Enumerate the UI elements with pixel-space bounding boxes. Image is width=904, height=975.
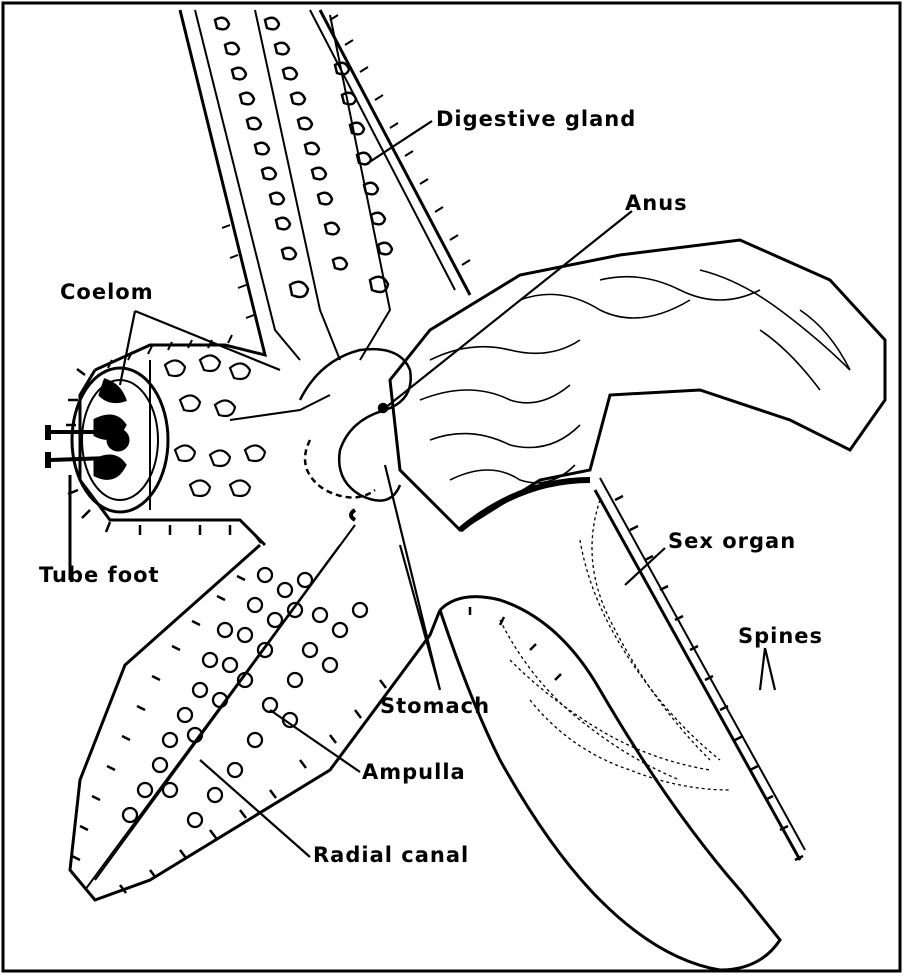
label-tube-foot: Tube foot [39,565,160,586]
leader-ampulla [270,710,360,772]
diagram-border [3,3,900,971]
label-digestive-gland: Digestive gland [436,109,636,130]
stomach-folds [420,270,850,483]
leader-radial-canal [200,760,310,857]
label-ampulla: Ampulla [362,762,466,783]
label-stomach: Stomach [380,696,490,717]
label-coelom: Coelom [60,282,154,303]
upper-arm [95,10,470,370]
label-sex-organ: Sex organ [668,531,796,552]
leader-anus [385,211,632,408]
left-arm-lobes [165,355,265,496]
label-spines: Spines [738,626,823,647]
label-radial-canal: Radial canal [313,845,469,866]
cross-section-ring [72,368,168,512]
leader-spines [760,648,775,690]
leader-lines [70,121,775,857]
label-anus: Anus [625,193,688,214]
